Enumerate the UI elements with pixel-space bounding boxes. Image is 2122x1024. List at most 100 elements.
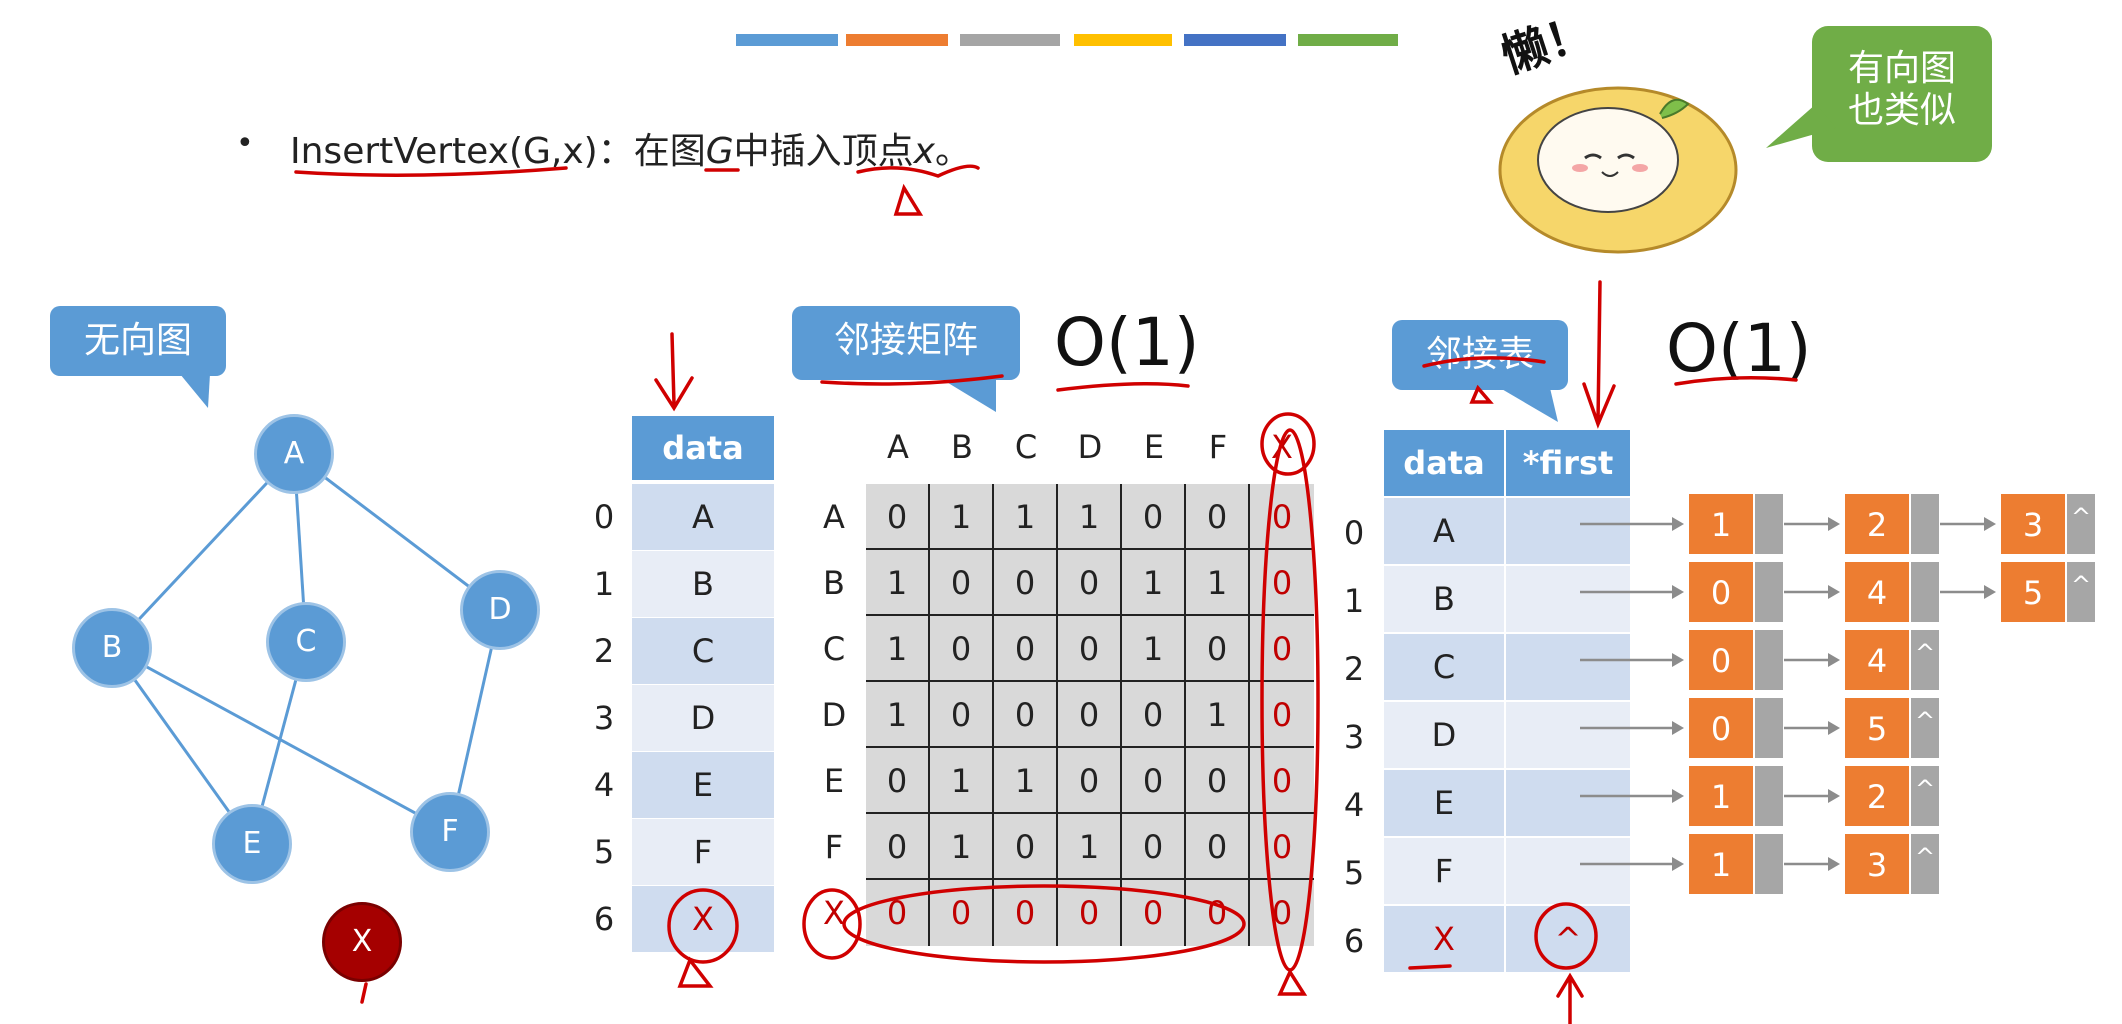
matrix-cell: 1 — [1058, 814, 1122, 880]
vertex-row: A — [632, 484, 774, 550]
matrix-cell: 0 — [1186, 814, 1250, 880]
list-node-pointer — [1910, 561, 1940, 623]
list-node-value: 5 — [2000, 561, 2066, 623]
color-bar-5 — [1184, 34, 1286, 46]
adj-row-first — [1506, 838, 1630, 904]
vertex-index: 5 — [593, 833, 615, 871]
matrix-col-label: C — [1014, 428, 1038, 466]
list-node-pointer — [1754, 833, 1784, 895]
matrix-cell: 0 — [1250, 484, 1314, 550]
list-node-value: 0 — [1688, 697, 1754, 759]
list-node-value: 1 — [1688, 765, 1754, 827]
adj-row-first — [1506, 702, 1630, 768]
adj-row-data: A — [1384, 498, 1504, 564]
color-bar-4 — [1074, 34, 1172, 46]
vertex-row: D — [632, 685, 774, 751]
vertex-row: C — [632, 618, 774, 684]
matrix-cell: 0 — [1250, 550, 1314, 616]
matrix-cell: 1 — [930, 484, 994, 550]
adjacency-matrix-label-tail — [940, 378, 996, 412]
directed-graph-note-bubble: 有向图 也类似 — [1812, 26, 1992, 162]
graph-node-d: D — [460, 570, 540, 650]
color-bar-3 — [960, 34, 1060, 46]
matrix-cell: 0 — [1058, 616, 1122, 682]
graph-node-a: A — [254, 414, 334, 494]
list-node-pointer: ^ — [2066, 493, 2096, 555]
list-arrow-head — [1672, 789, 1684, 803]
color-bar-6 — [1298, 34, 1398, 46]
matrix-cell: 0 — [1122, 748, 1186, 814]
list-arrow-head — [1672, 857, 1684, 871]
list-node-value: 0 — [1688, 561, 1754, 623]
matrix-cell: 0 — [1058, 748, 1122, 814]
color-bar-2 — [846, 34, 948, 46]
matrix-cell: 1 — [1058, 484, 1122, 550]
list-arrow-head — [1672, 721, 1684, 735]
undirected-graph-label-tail — [180, 374, 210, 408]
adj-row-first — [1506, 770, 1630, 836]
function-signature: InsertVertex(G,x) — [290, 131, 598, 172]
graph-node-f: F — [410, 792, 490, 872]
list-node-pointer — [1754, 493, 1784, 555]
adj-index: 4 — [1343, 786, 1365, 824]
matrix-cell: 0 — [994, 616, 1058, 682]
vertex-index: 4 — [593, 766, 615, 804]
list-complexity: O(1) — [1666, 310, 1812, 387]
list-node-pointer: ^ — [1910, 629, 1940, 691]
adjacency-list-label-tail — [1500, 388, 1558, 422]
matrix-cell: 1 — [866, 616, 930, 682]
list-node-value: 4 — [1844, 629, 1910, 691]
list-node-pointer — [1910, 493, 1940, 555]
matrix-row-label: D — [821, 696, 847, 734]
graph-node-c: C — [266, 602, 346, 682]
list-arrow-head — [1828, 721, 1840, 735]
matrix-cell: 0 — [1122, 814, 1186, 880]
matrix-col-label: B — [951, 428, 973, 466]
matrix-cell: 0 — [930, 682, 994, 748]
operation-description: InsertVertex(G,x)：在图G中插入顶点x。 — [290, 131, 971, 172]
matrix-cell: 1 — [866, 682, 930, 748]
matrix-row-label: E — [823, 762, 845, 800]
matrix-row-label: C — [822, 630, 846, 668]
vertex-index: 2 — [593, 632, 615, 670]
matrix-cell: 1 — [1122, 616, 1186, 682]
adj-row-data: X — [1384, 906, 1504, 972]
adjacency-list-label: 邻接表 — [1392, 320, 1568, 390]
vertex-index: 0 — [593, 498, 615, 536]
vertex-row: X — [632, 886, 774, 952]
list-node-value: 3 — [2000, 493, 2066, 555]
list-arrow-head — [1672, 653, 1684, 667]
adj-index: 1 — [1343, 582, 1365, 620]
matrix-col-label: E — [1143, 428, 1165, 466]
matrix-cell: 1 — [866, 550, 930, 616]
adj-row-first — [1506, 498, 1630, 564]
list-node-value: 2 — [1844, 493, 1910, 555]
matrix-cell: 0 — [1122, 484, 1186, 550]
matrix-row-label: X — [823, 894, 845, 932]
adj-row-first — [1506, 566, 1630, 632]
bullet-dot: • — [236, 126, 254, 161]
matrix-cell: 0 — [1058, 682, 1122, 748]
matrix-row-label: F — [824, 828, 844, 866]
directed-graph-note-tail — [1766, 104, 1836, 148]
vertex-row: F — [632, 819, 774, 885]
matrix-cell: 0 — [994, 550, 1058, 616]
adj-index: 0 — [1343, 514, 1365, 552]
matrix-cell: 0 — [994, 880, 1058, 946]
list-node-pointer: ^ — [2066, 561, 2096, 623]
matrix-row-label: B — [823, 564, 845, 602]
list-node-pointer: ^ — [1910, 833, 1940, 895]
list-arrow-head — [1828, 789, 1840, 803]
list-node-value: 2 — [1844, 765, 1910, 827]
list-arrow-head — [1828, 653, 1840, 667]
list-node-pointer — [1754, 561, 1784, 623]
mascot-illustration — [1498, 86, 1738, 254]
matrix-cell: 1 — [930, 748, 994, 814]
adj-row-data: F — [1384, 838, 1504, 904]
adj-table-header-first: *first — [1506, 430, 1630, 496]
matrix-cell: 1 — [994, 484, 1058, 550]
adj-index: 2 — [1343, 650, 1365, 688]
adj-row-first — [1506, 634, 1630, 700]
adj-row-data: B — [1384, 566, 1504, 632]
